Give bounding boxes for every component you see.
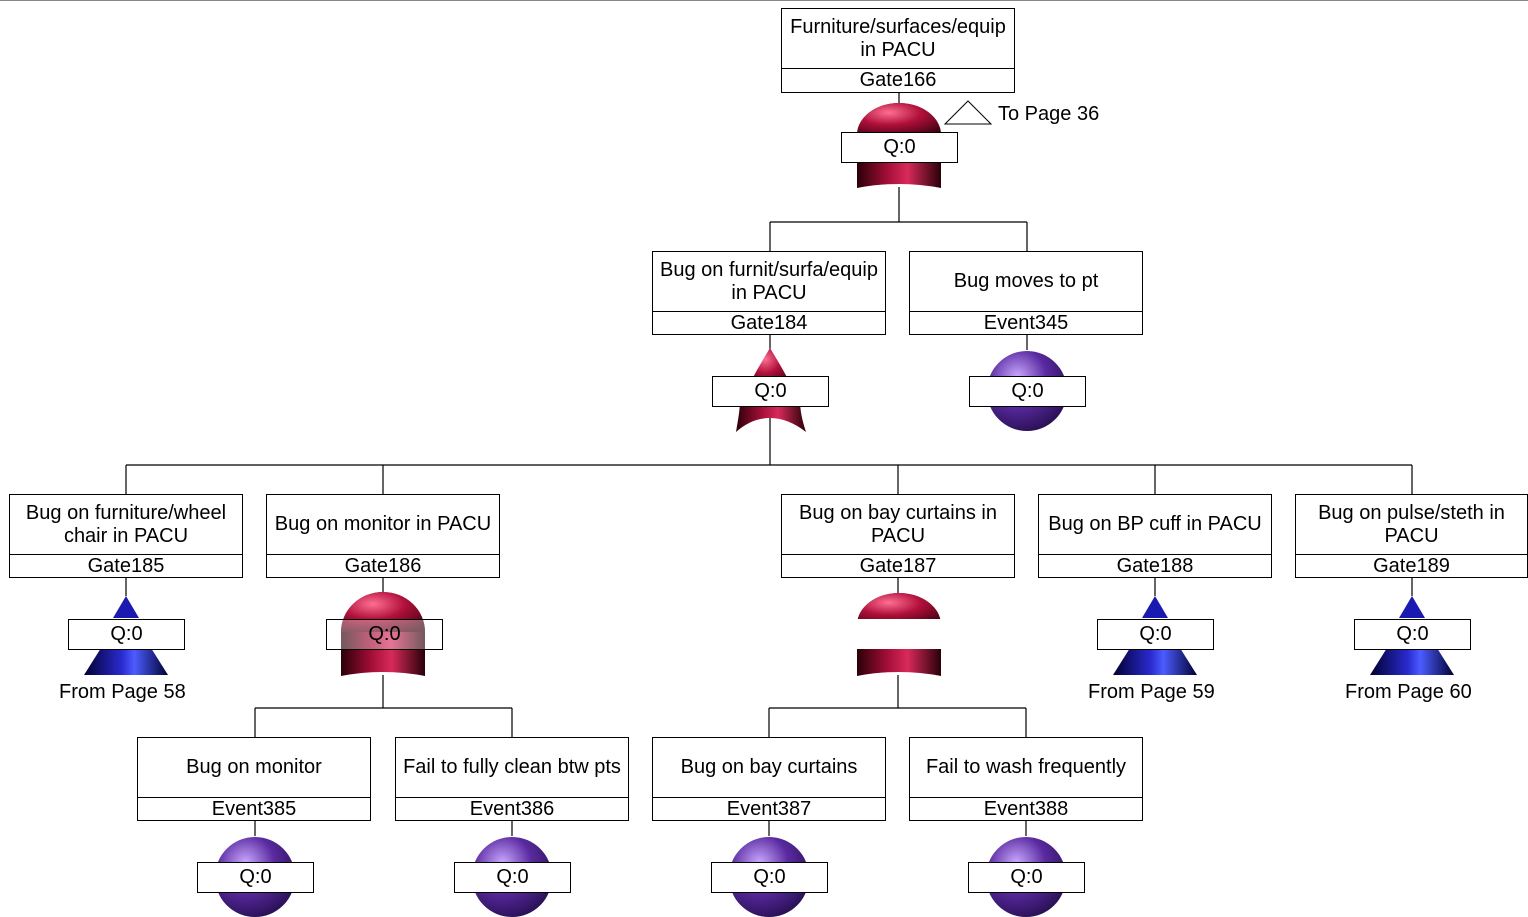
node-id: Gate184 (653, 311, 885, 336)
probability-value: Q:0 (969, 376, 1086, 407)
transfer-in-icon (1370, 596, 1454, 675)
node-description: Bug on monitor (186, 756, 322, 778)
gate-box[interactable]: Bug on bay curtains in PACU Gate187 (781, 494, 1015, 578)
transfer-out-icon (943, 100, 993, 125)
probability-value: Q:0 (712, 376, 829, 407)
probability-value: Q:0 (326, 619, 443, 650)
transfer-in-label: From Page 60 (1345, 681, 1472, 703)
node-id: Gate185 (10, 554, 242, 579)
node-id: Gate187 (782, 554, 1014, 579)
transfer-in-icon (1113, 596, 1197, 675)
transfer-out-label: To Page 36 (998, 103, 1100, 125)
transfer-in-icon (84, 596, 168, 675)
probability-value: Q:0 (711, 862, 828, 893)
node-description: Bug on BP cuff in PACU (1048, 513, 1262, 535)
node-id: Gate189 (1296, 554, 1527, 579)
node-id: Gate186 (267, 554, 499, 579)
probability-value: Q:0 (841, 132, 958, 163)
node-description: Bug on furnit/surfa/equip in PACU (660, 258, 878, 304)
or-gate-icon (341, 592, 425, 676)
node-id: Gate188 (1039, 554, 1271, 579)
node-description: Fail to wash frequently (925, 756, 1127, 778)
probability-value: Q:0 (68, 619, 185, 650)
node-description: Bug on furniture/wheel chair in PACU (25, 501, 227, 547)
node-description: Bug on bay curtains (680, 756, 858, 778)
probability-value: Q:0 (197, 862, 314, 893)
event-box[interactable]: Bug moves to pt Event345 (909, 251, 1143, 335)
gate-box[interactable]: Bug on BP cuff in PACU Gate188 (1038, 494, 1272, 578)
node-description: Fail to fully clean btw pts (403, 756, 621, 778)
node-description: Bug on bay curtains in PACU (799, 501, 997, 547)
gate-box[interactable]: Bug on monitor in PACU Gate186 (266, 494, 500, 578)
event-box[interactable]: Fail to fully clean btw pts Event386 (395, 737, 629, 821)
probability-value: Q:0 (1097, 619, 1214, 650)
top-divider (0, 0, 1528, 1)
node-id: Event345 (910, 311, 1142, 336)
probability-value: Q:0 (1354, 619, 1471, 650)
probability-value: Q:0 (454, 862, 571, 893)
transfer-in-label: From Page 59 (1088, 681, 1215, 703)
event-box[interactable]: Bug on monitor Event385 (137, 737, 371, 821)
node-id: Event386 (396, 797, 628, 822)
probability-value (840, 619, 957, 649)
node-description: Furniture/surfaces/equip in PACU (790, 15, 1006, 61)
transfer-in-label: From Page 58 (59, 681, 186, 703)
gate-box[interactable]: Bug on furnit/surfa/equip in PACU Gate18… (652, 251, 886, 335)
event-box[interactable]: Fail to wash frequently Event388 (909, 737, 1143, 821)
node-id: Event387 (653, 797, 885, 822)
probability-value: Q:0 (968, 862, 1085, 893)
top-gate-box[interactable]: Furniture/surfaces/equip in PACU Gate166 (781, 8, 1015, 93)
gate-box[interactable]: Bug on furniture/wheel chair in PACU Gat… (9, 494, 243, 578)
node-id: Event385 (138, 797, 370, 822)
event-box[interactable]: Bug on bay curtains Event387 (652, 737, 886, 821)
node-id: Event388 (910, 797, 1142, 822)
node-description: Bug moves to pt (953, 270, 1099, 292)
and-gate-icon (736, 348, 806, 432)
node-description: Bug on pulse/steth in PACU (1318, 501, 1505, 547)
gate-box[interactable]: Bug on pulse/steth in PACU Gate189 (1295, 494, 1528, 578)
node-id: Gate166 (782, 68, 1014, 93)
node-description: Bug on monitor in PACU (274, 513, 492, 535)
